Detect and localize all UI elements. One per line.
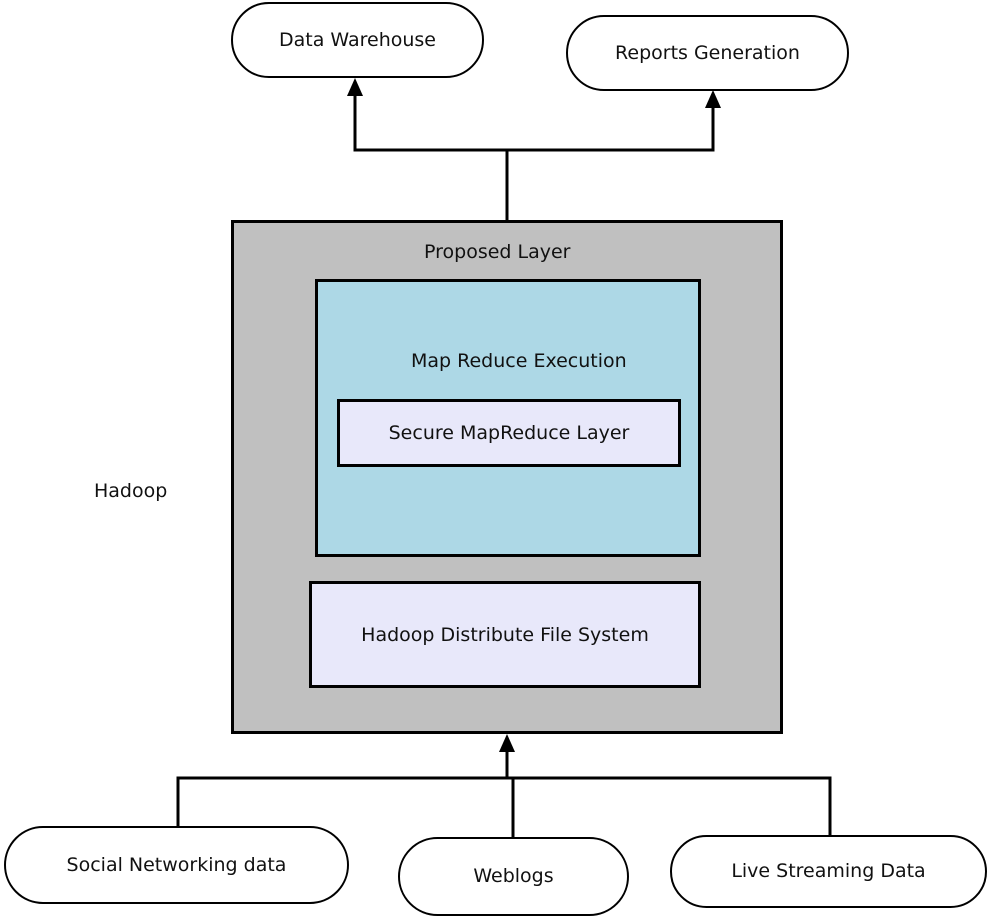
map-reduce-execution-title: Map Reduce Execution [411, 350, 627, 372]
proposed-layer-title: Proposed Layer [424, 241, 571, 263]
map-reduce-execution-box: Map Reduce Execution Secure MapReduce La… [315, 279, 701, 557]
hadoop-label: Hadoop [94, 480, 168, 502]
reports-generation-node: Reports Generation [566, 15, 849, 91]
data-warehouse-arrowhead-icon [347, 78, 363, 96]
secure-mapreduce-layer-label: Secure MapReduce Layer [388, 422, 630, 444]
hadoop-input-arrowhead-icon [499, 734, 515, 752]
social-networking-data-label: Social Networking data [66, 853, 287, 876]
live-streaming-data-node: Live Streaming Data [670, 835, 987, 908]
hdfs-box: Hadoop Distribute File System [309, 581, 701, 688]
proposed-layer-box: Proposed Layer Map Reduce Execution Secu… [231, 220, 783, 734]
reports-generation-label: Reports Generation [615, 41, 800, 64]
data-warehouse-label: Data Warehouse [278, 28, 436, 51]
weblogs-label: Weblogs [473, 865, 554, 887]
live-streaming-data-label: Live Streaming Data [731, 860, 926, 882]
data-warehouse-node: Data Warehouse [231, 2, 484, 78]
reports-generation-arrowhead-icon [705, 90, 721, 108]
hdfs-label: Hadoop Distribute File System [361, 623, 649, 646]
weblogs-node: Weblogs [398, 837, 629, 916]
secure-mapreduce-layer-box: Secure MapReduce Layer [337, 399, 681, 467]
social-networking-data-node: Social Networking data [4, 826, 349, 904]
